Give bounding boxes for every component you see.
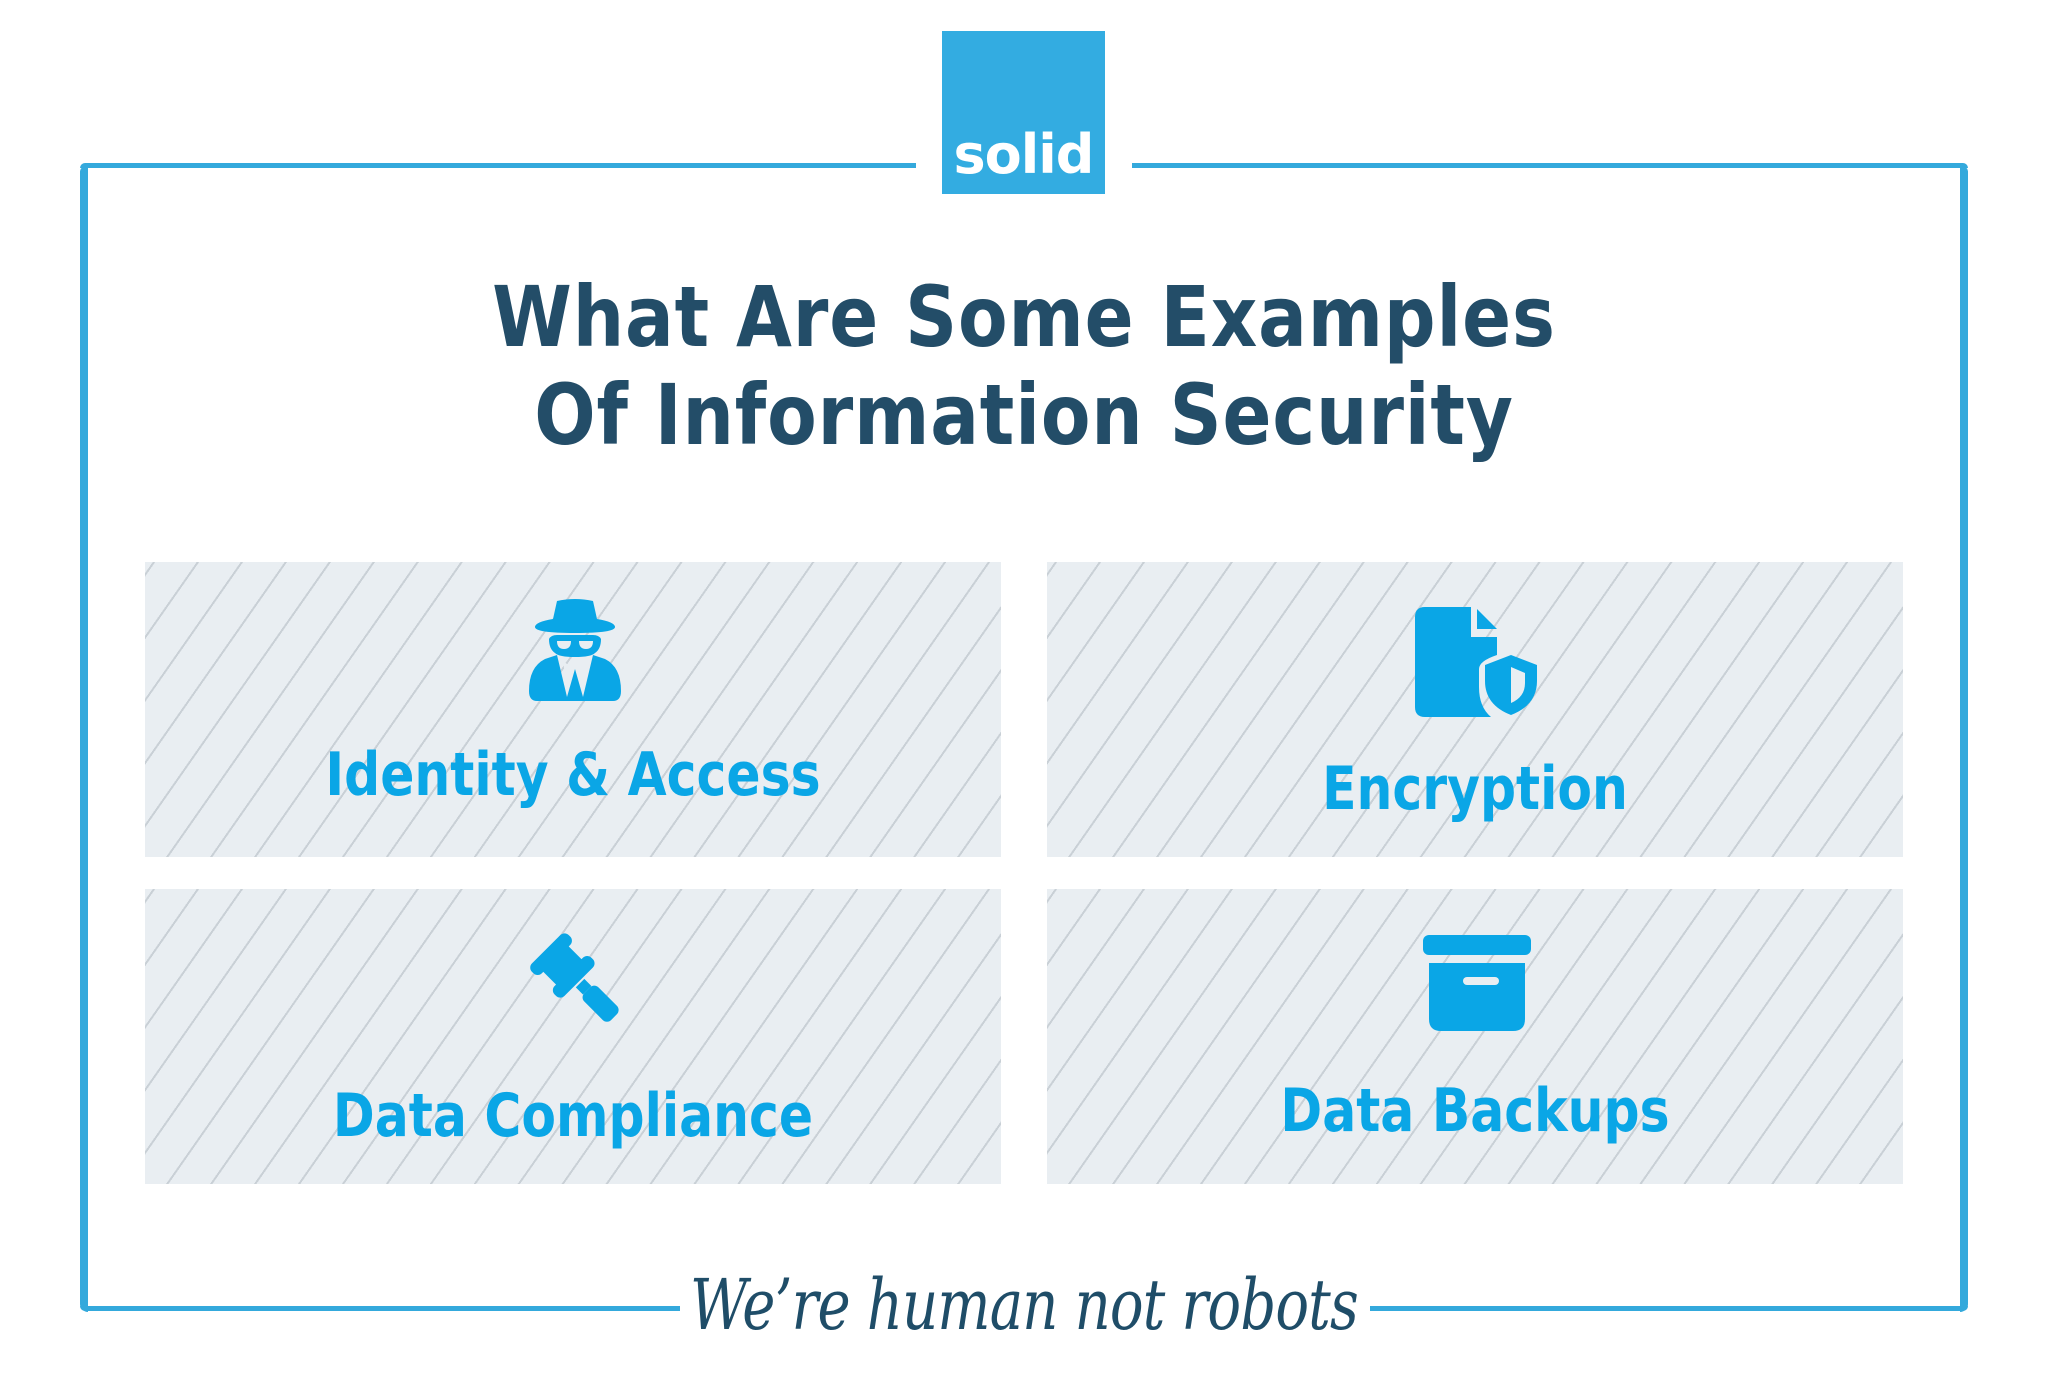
brand-logo: solid <box>942 31 1105 194</box>
spy-icon <box>529 599 621 701</box>
frame-border-top-right <box>1132 163 1968 168</box>
frame-border-bottom-left <box>80 1306 680 1311</box>
card-identity-access: Identity & Access <box>145 562 1001 857</box>
archive-box-icon <box>1423 935 1531 1031</box>
frame-border-bottom-right <box>1370 1306 1968 1311</box>
card-encryption: Encryption <box>1047 562 1903 857</box>
card-label: Identity & Access <box>325 740 821 810</box>
frame-border-top-left <box>80 163 916 168</box>
page-title: What Are Some Examples Of Information Se… <box>143 268 1904 464</box>
card-data-backups: Data Backups <box>1047 889 1903 1184</box>
brand-logo-text: solid <box>953 123 1095 186</box>
page-title-line-1: What Are Some Examples <box>492 268 1556 366</box>
footer-tagline: We’re human not robots <box>690 1264 1359 1346</box>
card-label: Data Compliance <box>332 1081 814 1151</box>
frame-border-left <box>80 166 88 1312</box>
card-label: Data Backups <box>1280 1076 1670 1146</box>
file-shield-icon <box>1415 607 1537 717</box>
page-title-line-2: Of Information Security <box>534 366 1514 464</box>
gavel-icon <box>530 933 619 1022</box>
card-data-compliance: Data Compliance <box>145 889 1001 1184</box>
card-label: Encryption <box>1322 754 1628 824</box>
frame-border-right <box>1960 166 1968 1312</box>
